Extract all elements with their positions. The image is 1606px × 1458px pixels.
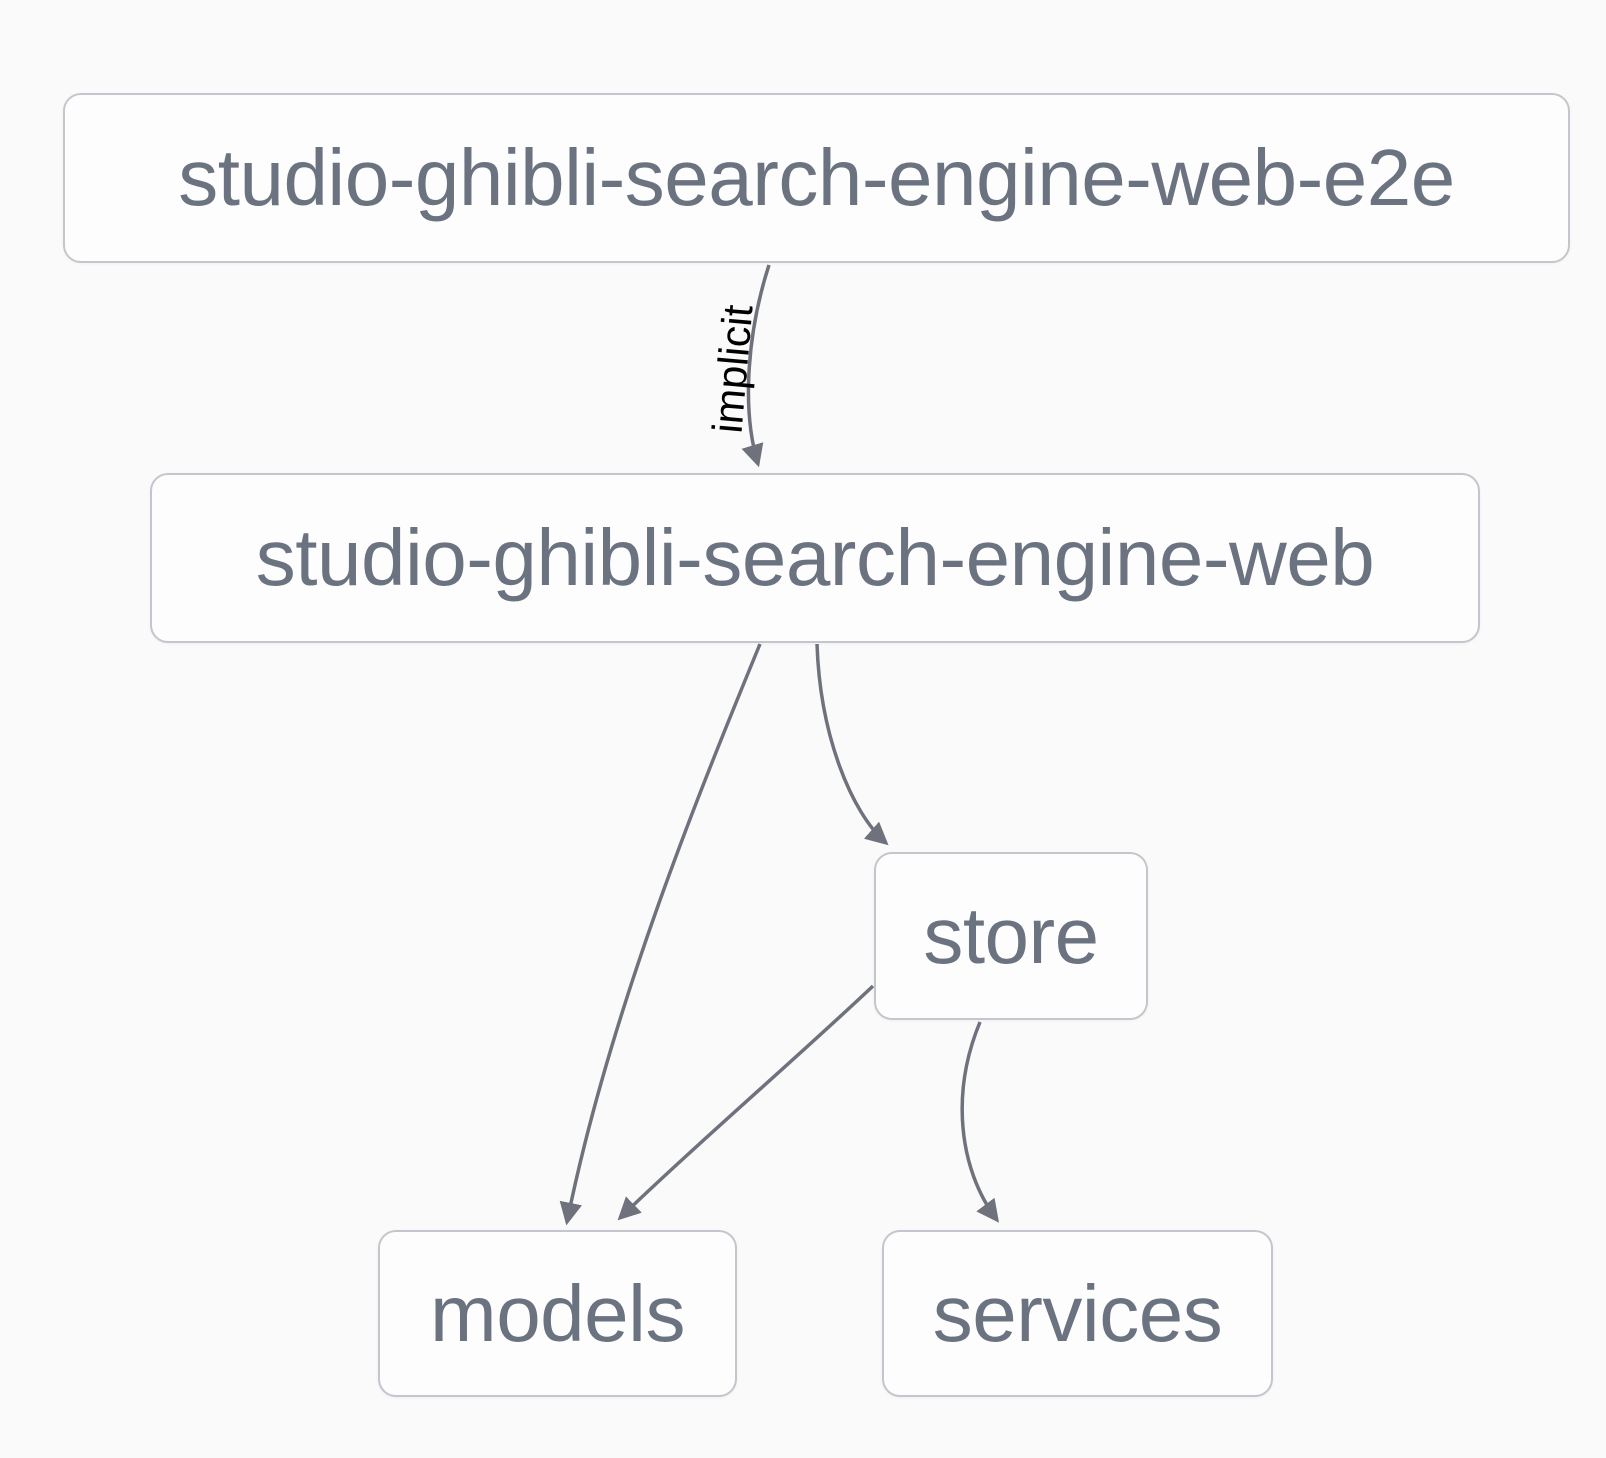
node-store[interactable]: store [874,852,1148,1020]
node-models[interactable]: models [378,1230,737,1397]
edge-web-to-models[interactable] [559,643,762,1226]
node-label: services [932,1268,1223,1358]
node-label: studio-ghibli-search-engine-web-e2e [178,133,1455,222]
node-studio-ghibli-search-engine-web-e2e[interactable]: studio-ghibli-search-engine-web-e2e [63,93,1570,263]
node-services[interactable]: services [882,1230,1273,1397]
node-label: studio-ghibli-search-engine-web [255,513,1375,602]
edge-store-to-services[interactable] [960,1021,1000,1223]
edge-web-to-store[interactable] [815,643,889,846]
node-label: store [923,891,1099,980]
edge-store-to-models[interactable] [617,984,875,1221]
node-studio-ghibli-search-engine-web[interactable]: studio-ghibli-search-engine-web [150,473,1480,643]
node-label: models [430,1268,685,1358]
edge-e2e-to-web[interactable] [741,264,771,468]
